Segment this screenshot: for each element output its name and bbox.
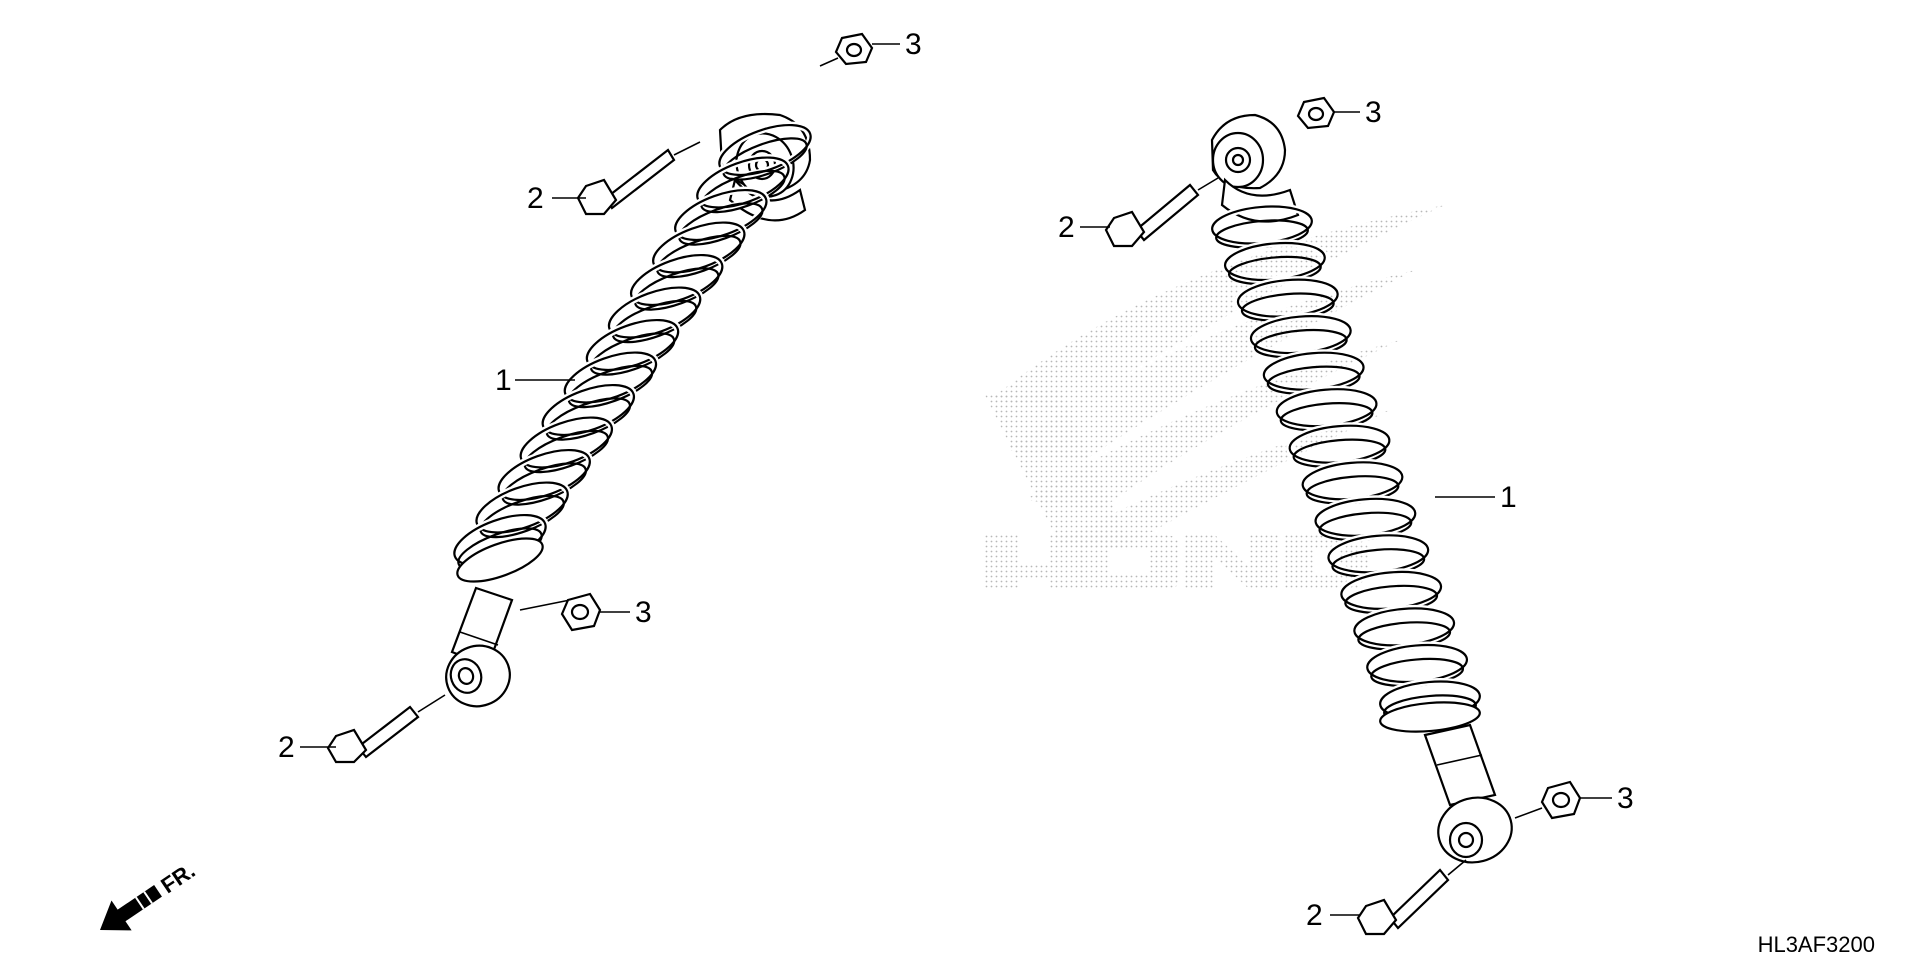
callout-left-bottom-nut: 3 bbox=[635, 596, 652, 629]
right-bottom-bolt bbox=[1356, 859, 1467, 936]
spring-coil bbox=[519, 416, 614, 469]
spring-coil bbox=[563, 351, 658, 404]
callout-right-top-nut: 3 bbox=[1365, 96, 1382, 129]
spring-coil-inner bbox=[589, 332, 676, 376]
left-top-bolt bbox=[576, 141, 701, 216]
spring-coil bbox=[718, 123, 812, 177]
spring-coil bbox=[475, 481, 569, 534]
spring-coil-inner bbox=[656, 234, 742, 279]
leader-lines bbox=[300, 43, 1612, 916]
spring-coil-inner bbox=[633, 267, 720, 311]
spring-coil-inner bbox=[523, 429, 610, 474]
callout-left-top-bolt: 2 bbox=[527, 182, 544, 215]
left-bottom-nut bbox=[560, 592, 602, 632]
spring-coil-inner bbox=[545, 397, 632, 441]
front-arrow-label: FR. bbox=[156, 858, 199, 899]
spring-coil bbox=[674, 188, 768, 242]
front-direction-arrow: FR. bbox=[100, 858, 200, 931]
spring-coil-inner bbox=[501, 462, 587, 506]
spring-coil bbox=[629, 253, 724, 307]
right-top-bolt bbox=[1104, 177, 1219, 248]
callout-left-bottom-bolt: 2 bbox=[278, 731, 295, 764]
spring-coil bbox=[541, 383, 636, 437]
callout-right-bottom-nut: 3 bbox=[1617, 782, 1634, 815]
spring-coil-inner bbox=[700, 169, 786, 214]
right-top-nut bbox=[1296, 96, 1336, 130]
left-bottom-bolt bbox=[326, 694, 446, 764]
spring-coil-inner bbox=[479, 494, 565, 539]
spring-coil-inner bbox=[567, 364, 654, 409]
spring-coil bbox=[497, 448, 591, 502]
honda-wordmark bbox=[985, 535, 1370, 590]
spring-coil-inner bbox=[678, 202, 764, 246]
honda-logo-watermark bbox=[985, 205, 1445, 590]
spring-coil-inner bbox=[611, 299, 698, 344]
right-shock-absorber bbox=[1208, 113, 1513, 864]
callout-labels: 3 2 1 3 2 3 2 1 3 2 bbox=[278, 28, 1634, 932]
callout-right-top-bolt: 2 bbox=[1058, 211, 1075, 244]
spring-coil bbox=[607, 286, 702, 339]
spring-coil-inner bbox=[722, 137, 808, 181]
spring-coil bbox=[696, 156, 790, 209]
spring-coil bbox=[652, 221, 746, 274]
left-top-nut bbox=[819, 32, 874, 67]
callout-right-bottom-bolt: 2 bbox=[1306, 899, 1323, 932]
right-coil-spring bbox=[1208, 203, 1484, 724]
right-bottom-nut bbox=[1514, 780, 1582, 820]
callout-left-shock: 1 bbox=[495, 364, 512, 397]
callout-right-shock: 1 bbox=[1500, 481, 1517, 514]
spring-coil bbox=[585, 318, 680, 372]
diagram-code: HL3AF3200 bbox=[1758, 932, 1875, 957]
callout-left-top-nut: 3 bbox=[905, 28, 922, 61]
left-shock-absorber bbox=[445, 112, 815, 708]
